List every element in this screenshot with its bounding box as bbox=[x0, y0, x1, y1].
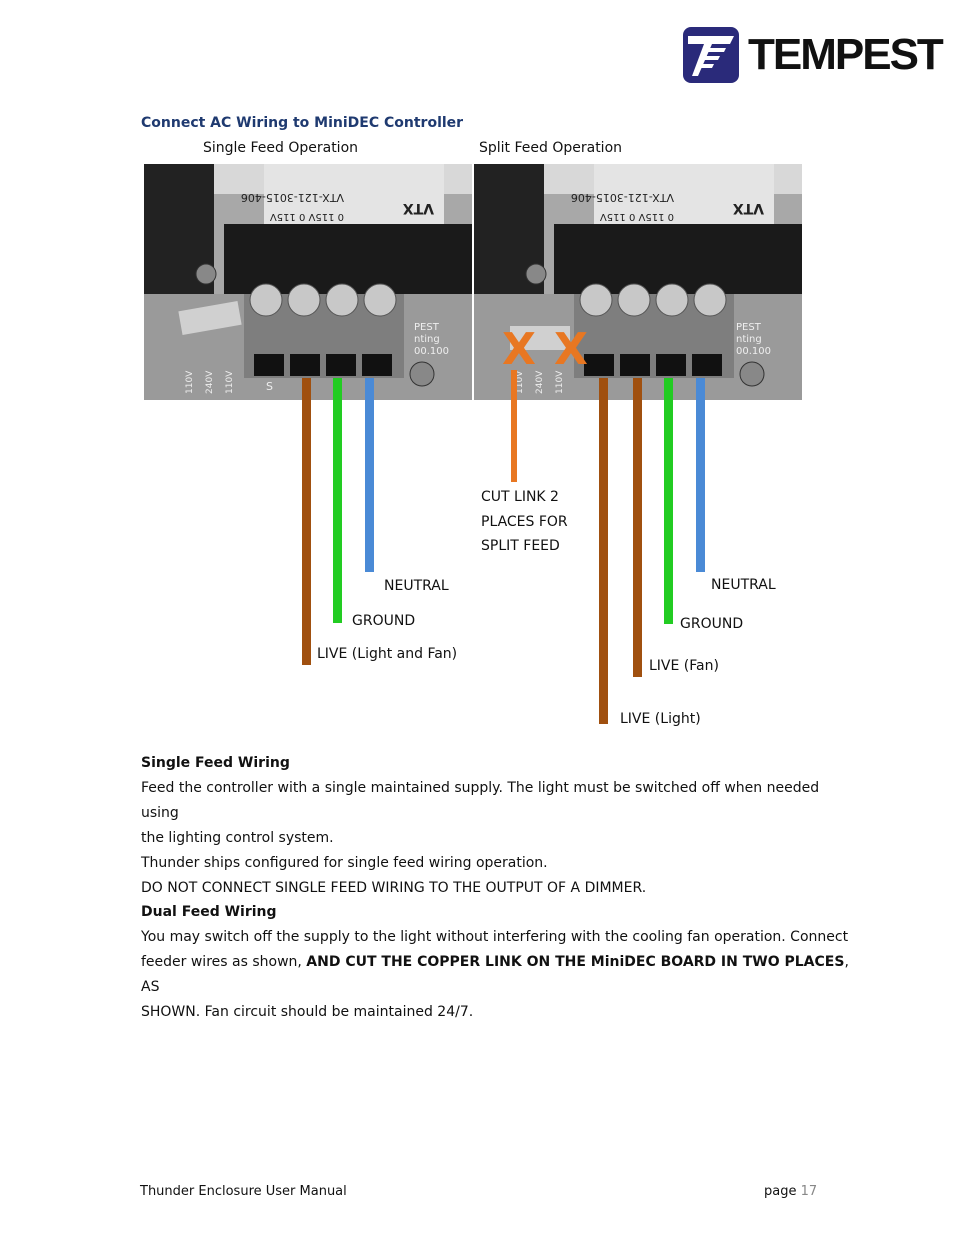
live-light-label: LIVE (Light) bbox=[620, 711, 701, 727]
neutral-wire-single bbox=[365, 378, 374, 572]
single-feed-line3: Thunder ships configured for single feed… bbox=[141, 855, 548, 871]
board-text-3: 00.100 bbox=[414, 346, 449, 357]
tap-240-split: 240V bbox=[535, 370, 545, 394]
live-fan-wire bbox=[633, 378, 642, 677]
board-text-3-split: 00.100 bbox=[736, 346, 771, 357]
tap-110-a: 110V bbox=[185, 370, 195, 394]
cut-link-line3: SPLIT FEED bbox=[481, 538, 560, 554]
split-feed-photo: VTX VTX-121-3015-406 0 115V 0 115V PEST … bbox=[474, 164, 802, 400]
live-fan-label: LIVE (Fan) bbox=[649, 658, 719, 674]
tap-110-b-split: 110V bbox=[555, 370, 565, 394]
board-text-1: PEST bbox=[414, 322, 440, 333]
live-light-wire bbox=[599, 378, 608, 724]
terminal-block-image: VTX VTX-121-3015-406 0 115V 0 115V PEST … bbox=[144, 164, 472, 400]
dual-feed-body: You may switch off the supply to the lig… bbox=[141, 925, 861, 1025]
vtx-brand-text-split: VTX bbox=[733, 200, 764, 216]
dual-feed-line3: SHOWN. Fan circuit should be maintained … bbox=[141, 1004, 474, 1020]
tap-110-a-split: 110V bbox=[515, 370, 525, 394]
single-feed-heading: Single Feed Wiring bbox=[141, 755, 290, 771]
dual-feed-line2: feeder wires as shown, AND CUT THE COPPE… bbox=[141, 950, 861, 1000]
live-label-single: LIVE (Light and Fan) bbox=[317, 646, 458, 662]
dual-feed-line1: You may switch off the supply to the lig… bbox=[141, 929, 849, 945]
ground-wire-split bbox=[664, 378, 673, 624]
brand-logo: TEMPEST bbox=[682, 26, 944, 86]
s-mark: S bbox=[266, 380, 273, 393]
ground-label-single: GROUND bbox=[352, 613, 416, 629]
tap-240: 240V bbox=[205, 370, 215, 394]
dual-feed-line2-pre: feeder wires as shown, bbox=[141, 954, 307, 970]
voltage-text: 0 115V 0 115V bbox=[270, 211, 344, 222]
board-text-1-split: PEST bbox=[736, 322, 762, 333]
page-label: page bbox=[764, 1184, 801, 1199]
live-wire-single bbox=[302, 378, 311, 665]
voltage-text-split: 0 115V 0 115V bbox=[600, 211, 674, 222]
tempest-logo-icon bbox=[683, 27, 739, 83]
dual-feed-heading: Dual Feed Wiring bbox=[141, 904, 277, 920]
page-num: 17 bbox=[800, 1184, 818, 1199]
ground-wire-single bbox=[333, 378, 342, 623]
board-text-2: nting bbox=[414, 334, 440, 345]
section-title: Connect AC Wiring to MiniDEC Controller bbox=[141, 115, 464, 131]
single-feed-caption: Single Feed Operation bbox=[203, 140, 359, 156]
split-feed-caption: Split Feed Operation bbox=[479, 140, 623, 156]
cut-link-line1: CUT LINK 2 bbox=[481, 489, 559, 505]
single-feed-line4: DO NOT CONNECT SINGLE FEED WIRING TO THE… bbox=[141, 880, 647, 896]
ground-label-split: GROUND bbox=[680, 616, 744, 632]
neutral-label-single: NEUTRAL bbox=[384, 578, 449, 594]
single-feed-line2: the lighting control system. bbox=[141, 830, 334, 846]
single-feed-line1: Feed the controller with a single mainta… bbox=[141, 780, 820, 821]
neutral-label-split: NEUTRAL bbox=[711, 577, 776, 593]
cut-link-arrow bbox=[511, 370, 517, 482]
terminal-block-image-split: VTX VTX-121-3015-406 0 115V 0 115V PEST … bbox=[474, 164, 802, 400]
tap-110-b: 110V bbox=[225, 370, 235, 394]
dual-feed-line2-post: , AS bbox=[141, 954, 849, 995]
neutral-wire-split bbox=[696, 378, 705, 572]
brand-name: TEMPEST bbox=[748, 30, 944, 79]
cut-mark-2: X bbox=[554, 324, 588, 375]
cut-mark-1: X bbox=[502, 324, 536, 375]
model-text-split: VTX-121-3015-406 bbox=[571, 191, 674, 204]
page-number: page 17 bbox=[764, 1184, 817, 1199]
single-feed-body: Feed the controller with a single mainta… bbox=[141, 776, 861, 901]
footer-title: Thunder Enclosure User Manual bbox=[140, 1184, 347, 1199]
cut-link-line2: PLACES FOR bbox=[481, 514, 568, 530]
single-feed-photo: VTX VTX-121-3015-406 0 115V 0 115V PEST … bbox=[144, 164, 472, 400]
dual-feed-line2-bold: AND CUT THE COPPER LINK ON THE MiniDEC B… bbox=[306, 954, 845, 970]
board-text-2-split: nting bbox=[736, 334, 762, 345]
vtx-brand-text: VTX bbox=[403, 200, 434, 216]
model-text: VTX-121-3015-406 bbox=[241, 191, 344, 204]
